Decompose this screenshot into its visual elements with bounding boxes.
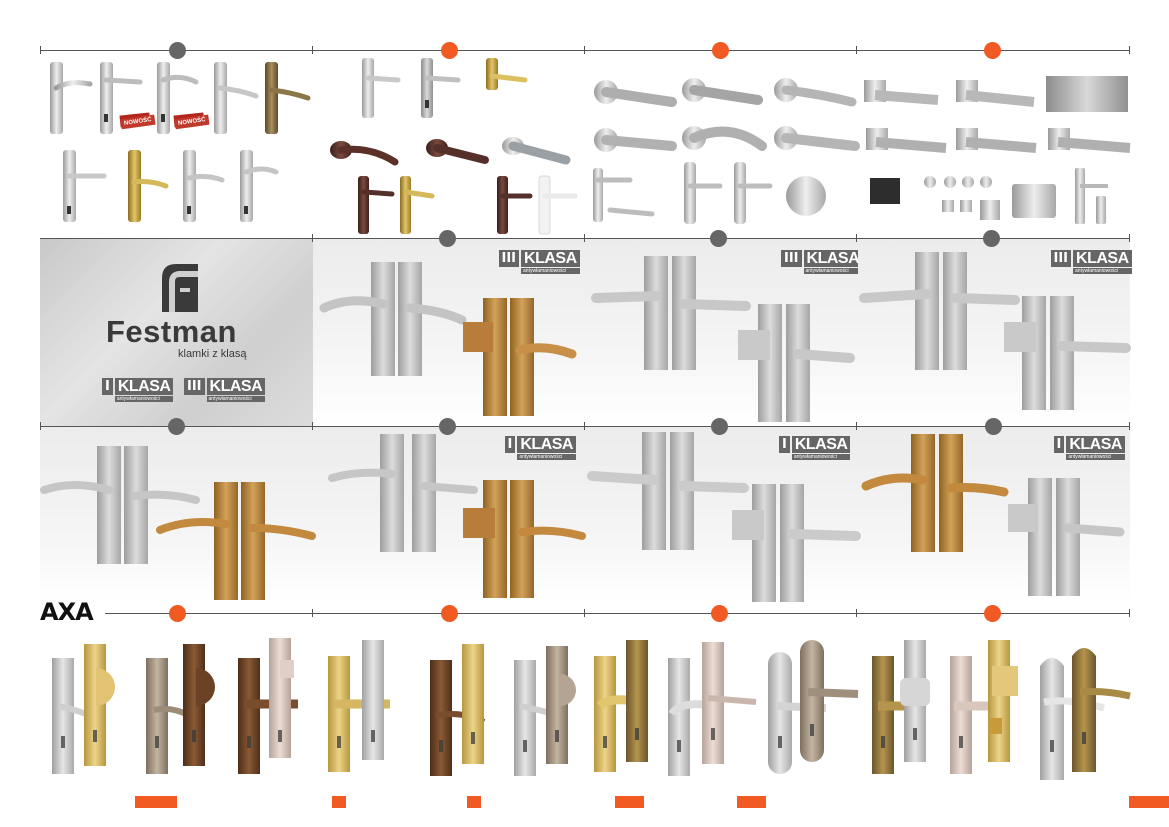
festman-logo-icon bbox=[162, 264, 198, 312]
section-marker-grey bbox=[711, 418, 728, 435]
product-panel: I KLASA antywłamaniowości bbox=[585, 426, 858, 606]
section-ruler bbox=[105, 605, 1130, 622]
klasa-word: KLASA bbox=[114, 378, 174, 395]
klasa-sub: antywłamaniowości bbox=[517, 454, 576, 460]
section-ruler bbox=[40, 230, 1130, 247]
klasa-badge-three: III KLASA antywłamaniowości bbox=[184, 378, 266, 402]
brand-tagline: klamki z klasą bbox=[178, 348, 247, 360]
klasa-sub: antywłamaniowości bbox=[206, 396, 266, 402]
klasa-word: KLASA bbox=[206, 378, 266, 395]
klasa-sub: antywłamaniowości bbox=[521, 268, 580, 274]
klasa-word: KLASA bbox=[791, 436, 851, 453]
klasa-badge-three: III KLASA antywłamaniowości bbox=[1050, 250, 1132, 274]
section-marker-orange bbox=[441, 605, 458, 622]
section-marker-grey bbox=[710, 230, 727, 247]
page-indicator-bar bbox=[1129, 796, 1169, 808]
klasa-badge-one: I KLASA antywłamaniowości bbox=[779, 436, 851, 460]
class-panels-row: Festman klamki z klasą I KLASA antywłama… bbox=[40, 238, 1132, 426]
klasa-badge-one: I KLASA antywłamaniowości bbox=[1053, 436, 1125, 460]
section-marker-orange bbox=[711, 605, 728, 622]
klasa-word: KLASA bbox=[803, 250, 863, 267]
class-number: III bbox=[781, 250, 802, 267]
klasa-word: KLASA bbox=[1073, 250, 1132, 267]
product-panel: I KLASA antywłamaniowości bbox=[857, 426, 1130, 606]
axa-products-illustration bbox=[52, 638, 1131, 780]
class-number: III bbox=[1050, 250, 1072, 267]
klasa-sub: antywłamaniowości bbox=[114, 396, 174, 402]
klasa-sub: antywłamaniowości bbox=[1066, 454, 1125, 460]
section-marker-grey bbox=[985, 418, 1002, 435]
top-products-illustration bbox=[50, 58, 1131, 235]
section-marker-grey bbox=[169, 42, 186, 59]
klasa-badge-three: III KLASA antywłamaniowości bbox=[498, 250, 580, 274]
klasa-word: KLASA bbox=[521, 250, 580, 267]
brand-name: Festman bbox=[106, 314, 237, 349]
class-number: I bbox=[102, 378, 113, 395]
klasa-sub: antywłamaniowości bbox=[1073, 268, 1132, 274]
klasa-badge-one: I KLASA antywłamaniowości bbox=[102, 378, 174, 402]
class-number: I bbox=[504, 436, 516, 453]
product-panel: III KLASA antywłamaniowości bbox=[312, 238, 585, 426]
section-marker-orange bbox=[441, 42, 458, 59]
klasa-sub: antywłamaniowości bbox=[791, 454, 851, 460]
section-ruler bbox=[40, 418, 1130, 435]
page-indicator-bar bbox=[332, 796, 346, 808]
product-panel: III KLASA antywłamaniowości bbox=[585, 238, 863, 426]
class-number: I bbox=[1053, 436, 1065, 453]
section-marker-orange bbox=[712, 42, 729, 59]
klasa-badge-three: III KLASA antywłamaniowości bbox=[781, 250, 863, 274]
section-marker-orange bbox=[984, 42, 1001, 59]
class-number: III bbox=[498, 250, 520, 267]
class-panels-row: I KLASA antywłamaniowości I KLASA antywł… bbox=[40, 426, 1130, 606]
class-number: III bbox=[184, 378, 205, 395]
product-panel: I KLASA antywłamaniowości bbox=[312, 426, 585, 606]
klasa-word: KLASA bbox=[1066, 436, 1125, 453]
section-marker-grey bbox=[439, 418, 456, 435]
klasa-sub: antywłamaniowości bbox=[803, 268, 863, 274]
page-indicator-bar bbox=[737, 796, 766, 808]
klasa-word: KLASA bbox=[517, 436, 576, 453]
section-marker-orange bbox=[984, 605, 1001, 622]
section-marker-grey bbox=[439, 230, 456, 247]
section-marker-orange bbox=[169, 605, 186, 622]
handle-plate bbox=[50, 62, 93, 134]
product-panel bbox=[40, 426, 313, 606]
class-products-illustration bbox=[40, 252, 1131, 602]
axa-logo: AXA bbox=[40, 598, 94, 626]
section-marker-grey bbox=[168, 418, 185, 435]
page-indicator-bar bbox=[467, 796, 481, 808]
section-marker-grey bbox=[983, 230, 1000, 247]
product-panel: III KLASA antywłamaniowości bbox=[857, 238, 1132, 426]
festman-brand-panel: Festman klamki z klasą I KLASA antywłama… bbox=[40, 238, 313, 426]
klasa-badge-one: I KLASA antywłamaniowości bbox=[504, 436, 576, 460]
class-number: I bbox=[779, 436, 790, 453]
page-indicator-bar bbox=[615, 796, 644, 808]
section-ruler bbox=[40, 42, 1130, 59]
page-indicator-bar bbox=[135, 796, 177, 808]
